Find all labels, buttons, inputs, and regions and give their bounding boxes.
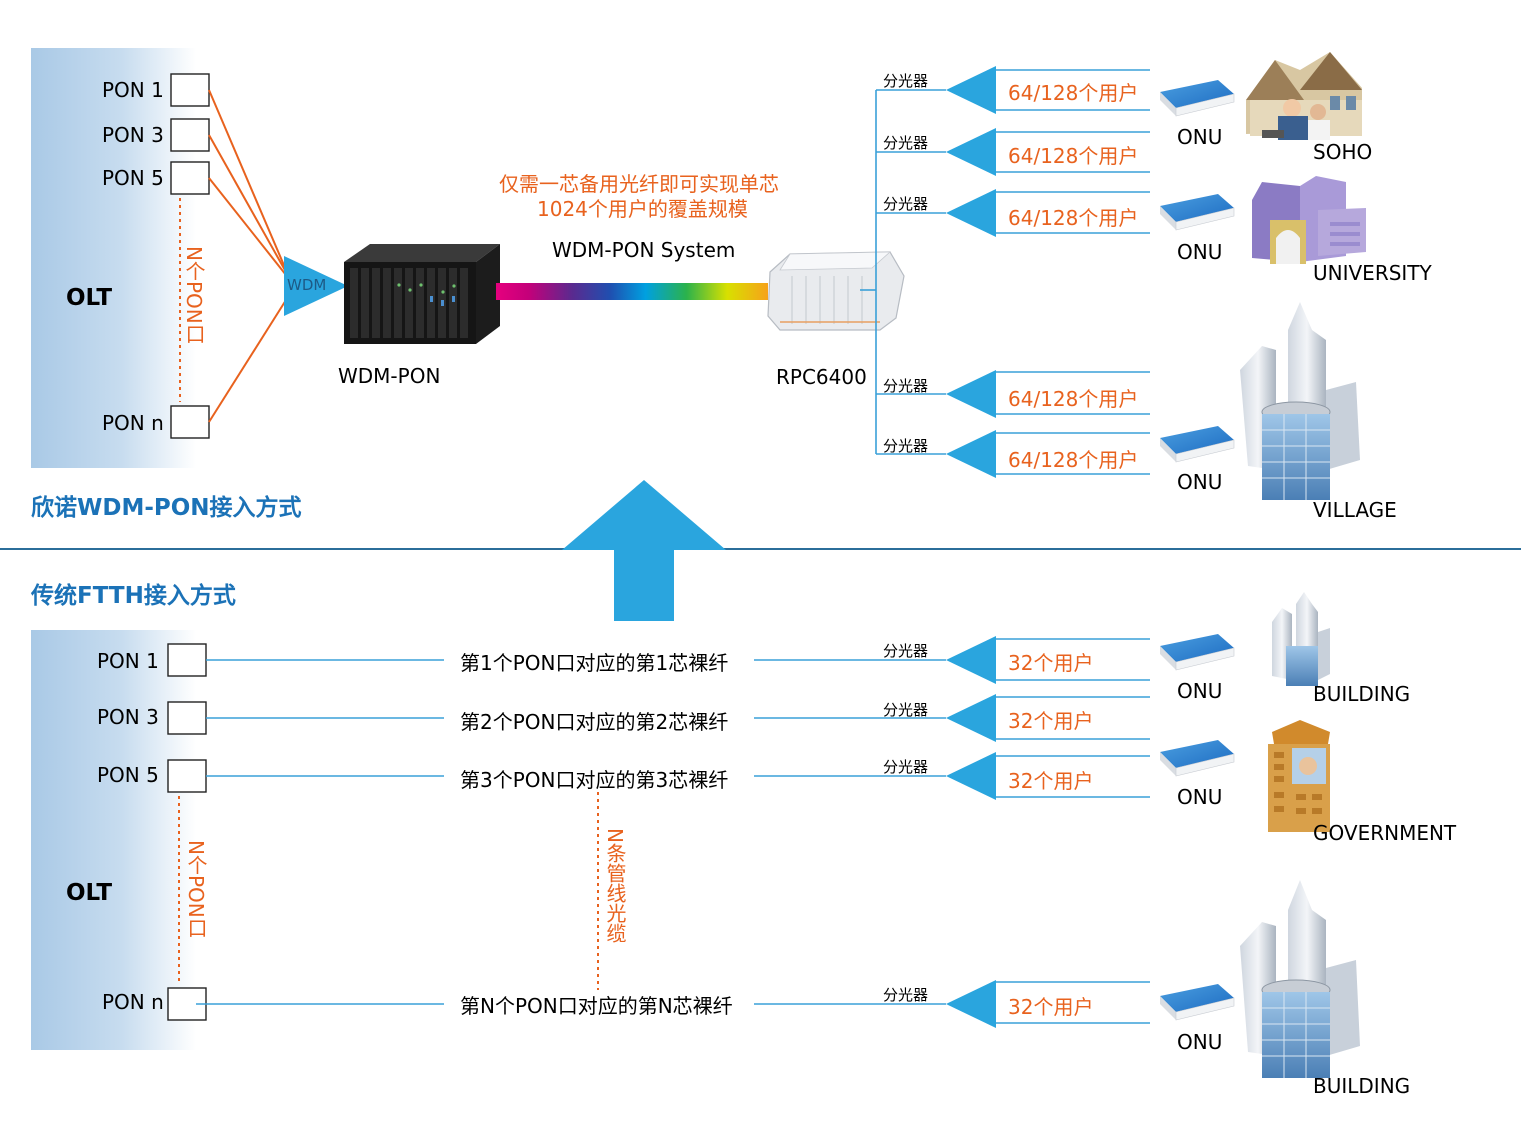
bottom-splitter-label-2: 分光器 — [883, 701, 929, 719]
top-splitter-label-1: 分光器 — [883, 72, 929, 90]
bottom-olt-label: OLT — [66, 880, 113, 906]
wdm-pon-chassis — [344, 244, 500, 344]
upgrade-arrow — [562, 480, 726, 621]
site-village-label: VILLAGE — [1313, 498, 1397, 522]
bottom-splitter-label-3: 分光器 — [883, 758, 929, 776]
rpc6400-cabinet — [767, 251, 905, 331]
soho-house-image — [1246, 52, 1362, 140]
site-building-label-1: BUILDING — [1313, 682, 1411, 706]
bottom-onu-label-2: ONU — [1177, 785, 1223, 809]
wdm-pon-system-label: WDM-PON System — [552, 238, 736, 262]
bottom-users-label-3: 32个用户 — [1008, 769, 1094, 793]
bottom-onu-label-1: ONU — [1177, 679, 1223, 703]
top-users-label-4: 64/128个用户 — [1008, 387, 1139, 411]
bottom-port-label-3: PON 3 — [97, 705, 159, 729]
top-splitter-label-2: 分光器 — [883, 134, 929, 152]
site-government-label: GOVERNMENT — [1313, 821, 1457, 845]
top-splitter-label-3: 分光器 — [883, 195, 929, 213]
bottom-section-title: 传统FTTH接入方式 — [31, 583, 236, 609]
bottom-splitter-label-1: 分光器 — [883, 642, 929, 660]
fiber-label-3: 第3个PON口对应的第3芯裸纤 — [460, 768, 729, 792]
village-skyscrapers-image — [1240, 302, 1360, 500]
rpc6400-label: RPC6400 — [776, 365, 867, 389]
top-port-label-3: PON 3 — [102, 123, 164, 147]
bottom-onu-label-3: ONU — [1177, 1030, 1223, 1054]
top-port-label-1: PON 1 — [102, 78, 164, 102]
bottom-users-label-1: 32个用户 — [1008, 651, 1094, 675]
bottom-splitter-label-4: 分光器 — [883, 986, 929, 1004]
wdm-pon-label: WDM-PON — [338, 364, 441, 388]
olt-panel-bottom — [31, 630, 196, 1050]
top-onu-label-1: ONU — [1177, 125, 1223, 149]
top-splitters — [946, 66, 996, 478]
site-university-label: UNIVERSITY — [1313, 261, 1432, 285]
top-port-label-5: PON 5 — [102, 166, 164, 190]
government-tower-image — [1268, 720, 1330, 832]
top-users-label-3: 64/128个用户 — [1008, 206, 1139, 230]
top-users-label-5: 64/128个用户 — [1008, 448, 1139, 472]
site-building-label-2: BUILDING — [1313, 1074, 1411, 1098]
bottom-splitters — [946, 636, 996, 1028]
bottom-n-ports-label: N个PON口 — [184, 840, 208, 938]
highlight-line-2: 1024个用户的覆盖规模 — [537, 197, 748, 221]
top-distribution-lines — [860, 69, 1150, 475]
bottom-port-label-n: PON n — [102, 990, 164, 1014]
bottom-users-label-2: 32个用户 — [1008, 709, 1094, 733]
bottom-port-label-1: PON 1 — [97, 649, 159, 673]
top-onu-label-2: ONU — [1177, 240, 1223, 264]
top-section-title: 欣诺WDM-PON接入方式 — [31, 495, 302, 521]
top-onu-label-3: ONU — [1177, 470, 1223, 494]
top-users-label-1: 64/128个用户 — [1008, 81, 1139, 105]
wdm-label: WDM — [287, 276, 327, 294]
bottom-port-label-5: PON 5 — [97, 763, 159, 787]
top-splitter-label-4: 分光器 — [883, 377, 929, 395]
top-orange-fibers — [208, 89, 287, 423]
fiber-label-2: 第2个PON口对应的第2芯裸纤 — [460, 710, 729, 734]
fiber-label-1: 第1个PON口对应的第1芯裸纤 — [460, 651, 729, 675]
university-buildings-image — [1252, 176, 1366, 264]
rainbow-fiber — [496, 283, 768, 300]
building-small-image — [1272, 592, 1330, 686]
fiber-label-n: 第N个PON口对应的第N芯裸纤 — [460, 994, 733, 1018]
top-olt-label: OLT — [66, 285, 113, 311]
top-users-label-2: 64/128个用户 — [1008, 144, 1139, 168]
olt-panel-top — [31, 48, 196, 468]
bottom-fiber-lines — [196, 638, 1150, 1024]
highlight-line-1: 仅需一芯备用光纤即可实现单芯 — [499, 172, 779, 196]
top-n-ports-label: N个PON口 — [182, 246, 206, 344]
bottom-n-cables-label: N条管线光缆 — [603, 828, 627, 943]
wdm-triangle — [284, 256, 348, 316]
bottom-port-boxes — [167, 643, 207, 1021]
bottom-users-label-4: 32个用户 — [1008, 995, 1094, 1019]
site-soho-label: SOHO — [1313, 140, 1373, 164]
top-splitter-label-5: 分光器 — [883, 437, 929, 455]
top-port-label-n: PON n — [102, 411, 164, 435]
building-large-image — [1240, 880, 1360, 1078]
